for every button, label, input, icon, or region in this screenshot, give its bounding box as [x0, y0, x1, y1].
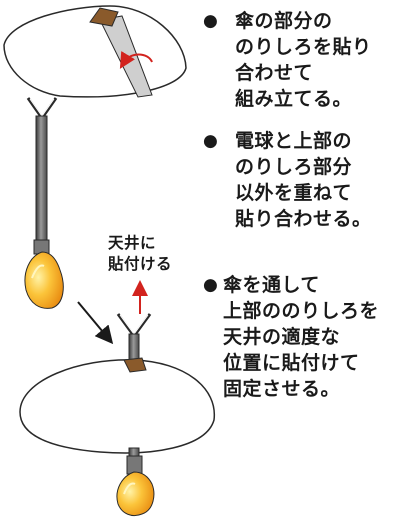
upper-rod — [26, 97, 58, 255]
upper-shade — [3, 5, 187, 98]
step-1-body: 傘の部分の のりしろを貼り 合わせて 組み立てる。 — [235, 10, 372, 110]
lower-bulb — [116, 471, 155, 517]
step-2-body: 電球と上部の のりしろ部分 以外を重ねて 貼り合わせる。 — [235, 130, 372, 230]
down-arrow — [77, 301, 114, 345]
attach-to-ceiling-label: 天井に 貼付ける — [108, 234, 173, 273]
step-2-text: ● 電球と上部の のりしろ部分 以外を重ねて 貼り合わせる。 — [203, 128, 372, 232]
step-3-bullet: ● — [203, 275, 219, 295]
step-3-text: ● 傘を通して 上部ののりしろを 天井の適度な 位置に貼付けて 固定させる。 — [203, 272, 379, 402]
lower-rod-bottom — [126, 447, 143, 475]
glue-tab-top — [89, 7, 119, 27]
step-1-text: ● 傘の部分の のりしろを貼り 合わせて 組み立てる。 — [203, 8, 372, 112]
rotate-arrow — [119, 51, 153, 69]
glue-tab-lower — [123, 357, 147, 373]
step-2-bullet: ● — [203, 131, 219, 151]
step-1-bullet: ● — [203, 11, 219, 31]
lower-shade — [19, 357, 215, 454]
upper-bulb — [24, 251, 64, 309]
step-3-body: 傘を通して 上部ののりしろを 天井の適度な 位置に貼付けて 固定させる。 — [223, 274, 380, 400]
